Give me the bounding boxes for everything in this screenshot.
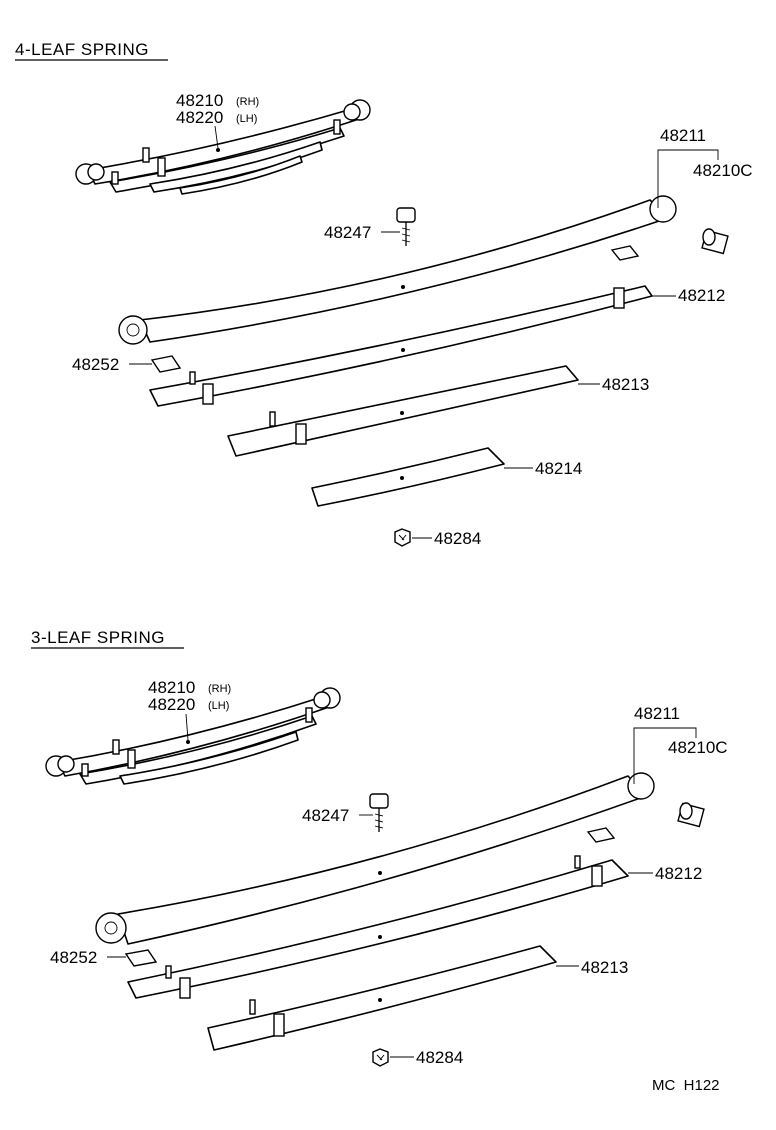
four-leaf-leaf-2 bbox=[149, 285, 653, 407]
four-leaf-nut bbox=[394, 528, 411, 547]
four-leaf-assembly-leader bbox=[214, 125, 219, 149]
three-leaf-label-48211: 48211 bbox=[634, 704, 680, 723]
three-leaf-center-bolt bbox=[369, 793, 389, 832]
three-leaf-title: 3-LEAF SPRING bbox=[31, 628, 165, 647]
four-leaf-center-bolt bbox=[396, 207, 416, 246]
four-leaf-label-48210c: 48210C bbox=[693, 161, 753, 180]
four-leaf-label-48211: 48211 bbox=[660, 126, 706, 145]
four-leaf-assembly-rh-number: 48210 bbox=[176, 91, 223, 110]
three-leaf-main-leaf bbox=[95, 772, 655, 945]
four-leaf-label-48214: 48214 bbox=[535, 459, 582, 478]
three-leaf-label-48210c: 48210C bbox=[668, 738, 728, 757]
four-leaf-bushing bbox=[701, 228, 729, 255]
four-leaf-label-48252: 48252 bbox=[72, 355, 119, 374]
three-leaf-assembly-leader bbox=[185, 713, 189, 741]
four-leaf-assembly-icon bbox=[75, 99, 371, 195]
three-leaf-label-48213: 48213 bbox=[581, 958, 628, 977]
figure-code: MC H122 bbox=[652, 1077, 720, 1094]
three-leaf-assembly-lh-number: 48220 bbox=[148, 695, 195, 714]
three-leaf-label-48247: 48247 bbox=[302, 806, 349, 825]
four-leaf-leaf-3 bbox=[227, 365, 579, 457]
four-leaf-section: 4-LEAF SPRING 48210 (RH) 48220 (LH) bbox=[15, 40, 753, 548]
three-leaf-label-48212: 48212 bbox=[655, 864, 702, 883]
four-leaf-assembly-lh-suffix: (LH) bbox=[236, 113, 257, 125]
four-leaf-insert bbox=[150, 355, 182, 373]
four-leaf-leaf-4 bbox=[311, 447, 505, 507]
three-leaf-assembly-rh-number: 48210 bbox=[148, 678, 195, 697]
four-leaf-assembly-rh-suffix: (RH) bbox=[236, 96, 259, 108]
four-leaf-assembly-lh-number: 48220 bbox=[176, 108, 223, 127]
three-leaf-assembly-lh-suffix: (LH) bbox=[208, 700, 229, 712]
four-leaf-label-48284: 48284 bbox=[434, 529, 481, 548]
three-leaf-leaf-2 bbox=[127, 855, 629, 999]
three-leaf-label-48284: 48284 bbox=[416, 1048, 463, 1067]
four-leaf-insert-upper bbox=[610, 245, 640, 261]
three-leaf-assembly-rh-suffix: (RH) bbox=[208, 683, 231, 695]
three-leaf-leaf-3 bbox=[207, 945, 557, 1051]
four-leaf-label-48212: 48212 bbox=[678, 286, 725, 305]
three-leaf-insert bbox=[124, 949, 158, 967]
three-leaf-nut bbox=[372, 1048, 389, 1067]
four-leaf-title: 4-LEAF SPRING bbox=[15, 40, 149, 59]
three-leaf-48211-bracket bbox=[633, 727, 697, 784]
three-leaf-section: 3-LEAF SPRING 48210 (RH) 48220 (LH) bbox=[31, 628, 728, 1067]
four-leaf-main-leaf bbox=[118, 195, 677, 345]
four-leaf-label-48213: 48213 bbox=[602, 375, 649, 394]
four-leaf-48211-bracket bbox=[657, 149, 719, 208]
four-leaf-label-48247: 48247 bbox=[324, 223, 371, 242]
three-leaf-assembly-icon bbox=[45, 687, 341, 785]
three-leaf-bushing bbox=[677, 802, 705, 828]
three-leaf-insert-upper bbox=[586, 827, 616, 843]
three-leaf-label-48252: 48252 bbox=[50, 948, 97, 967]
